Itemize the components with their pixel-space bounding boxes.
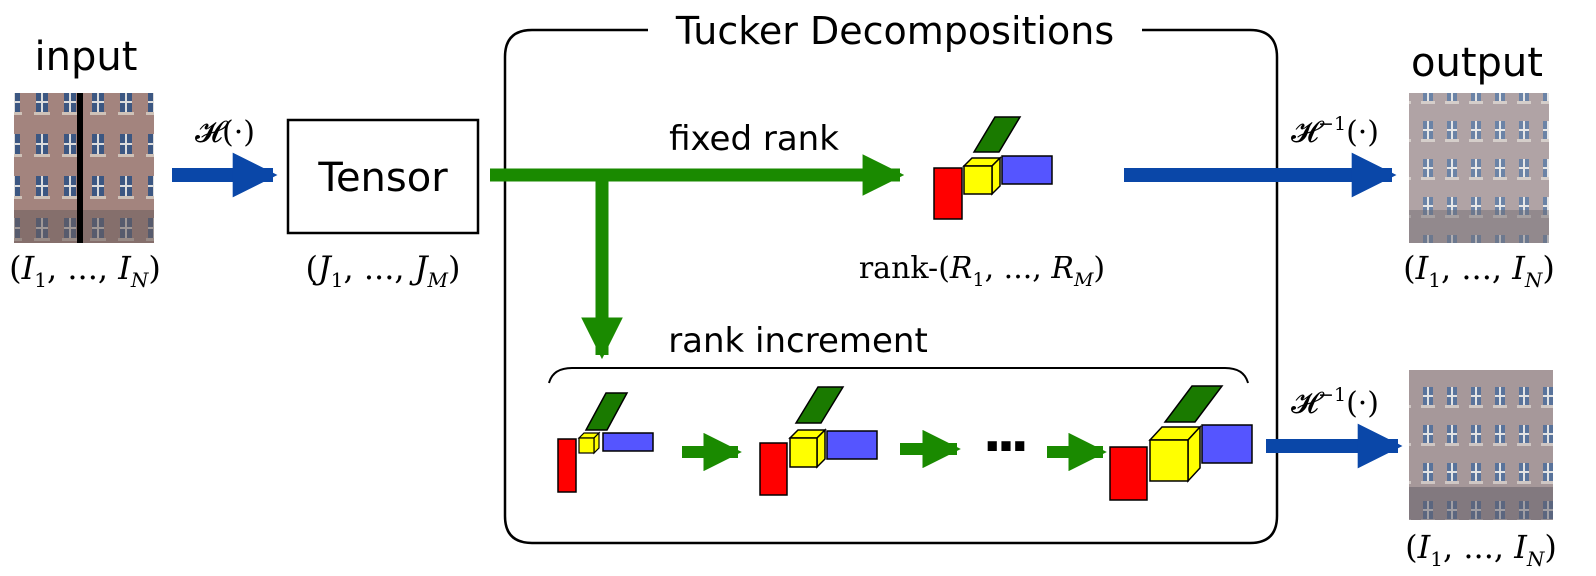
hankel-operator-label: 𝓗(·): [195, 115, 255, 150]
rank-increment-ellipsis: ···: [982, 417, 1025, 477]
output-facade-image-bottom: [1409, 370, 1553, 520]
output-facade-image-top: [1409, 93, 1549, 243]
output-label: output: [1411, 40, 1543, 86]
rank-stage-3-glyph: [1109, 385, 1253, 501]
inverse-hankel-label-bottom: 𝓗−1(·): [1291, 384, 1379, 421]
fixed-rank-label: fixed rank: [669, 119, 839, 159]
tensor-box: [286, 118, 480, 235]
rank-stage-2-glyph: [759, 386, 878, 496]
rank-increment-brace: [548, 367, 1249, 384]
output-dimensions-bottom: (I1, ..., IN): [1405, 528, 1557, 571]
tucker-panel-frame: [503, 28, 1279, 545]
input-facade-image: [14, 93, 154, 243]
inverse-hankel-label-top: 𝓗−1(·): [1291, 113, 1379, 150]
tucker-panel-title: Tucker Decompositions: [675, 9, 1114, 53]
tensor-dimensions: (J1, ..., JM): [305, 249, 460, 292]
fixed-rank-dimensions: rank-(R1, ..., RM): [859, 251, 1105, 291]
input-dimensions: (I1, ..., IN): [9, 249, 161, 292]
fixed-rank-tucker-glyph: [933, 116, 1053, 220]
output-dimensions-top: (I1, ..., IN): [1403, 249, 1555, 292]
rank-increment-label: rank increment: [668, 321, 928, 361]
input-label: input: [35, 34, 138, 80]
rank-stage-1-glyph: [557, 392, 654, 493]
tensor-label: Tensor: [317, 155, 448, 201]
